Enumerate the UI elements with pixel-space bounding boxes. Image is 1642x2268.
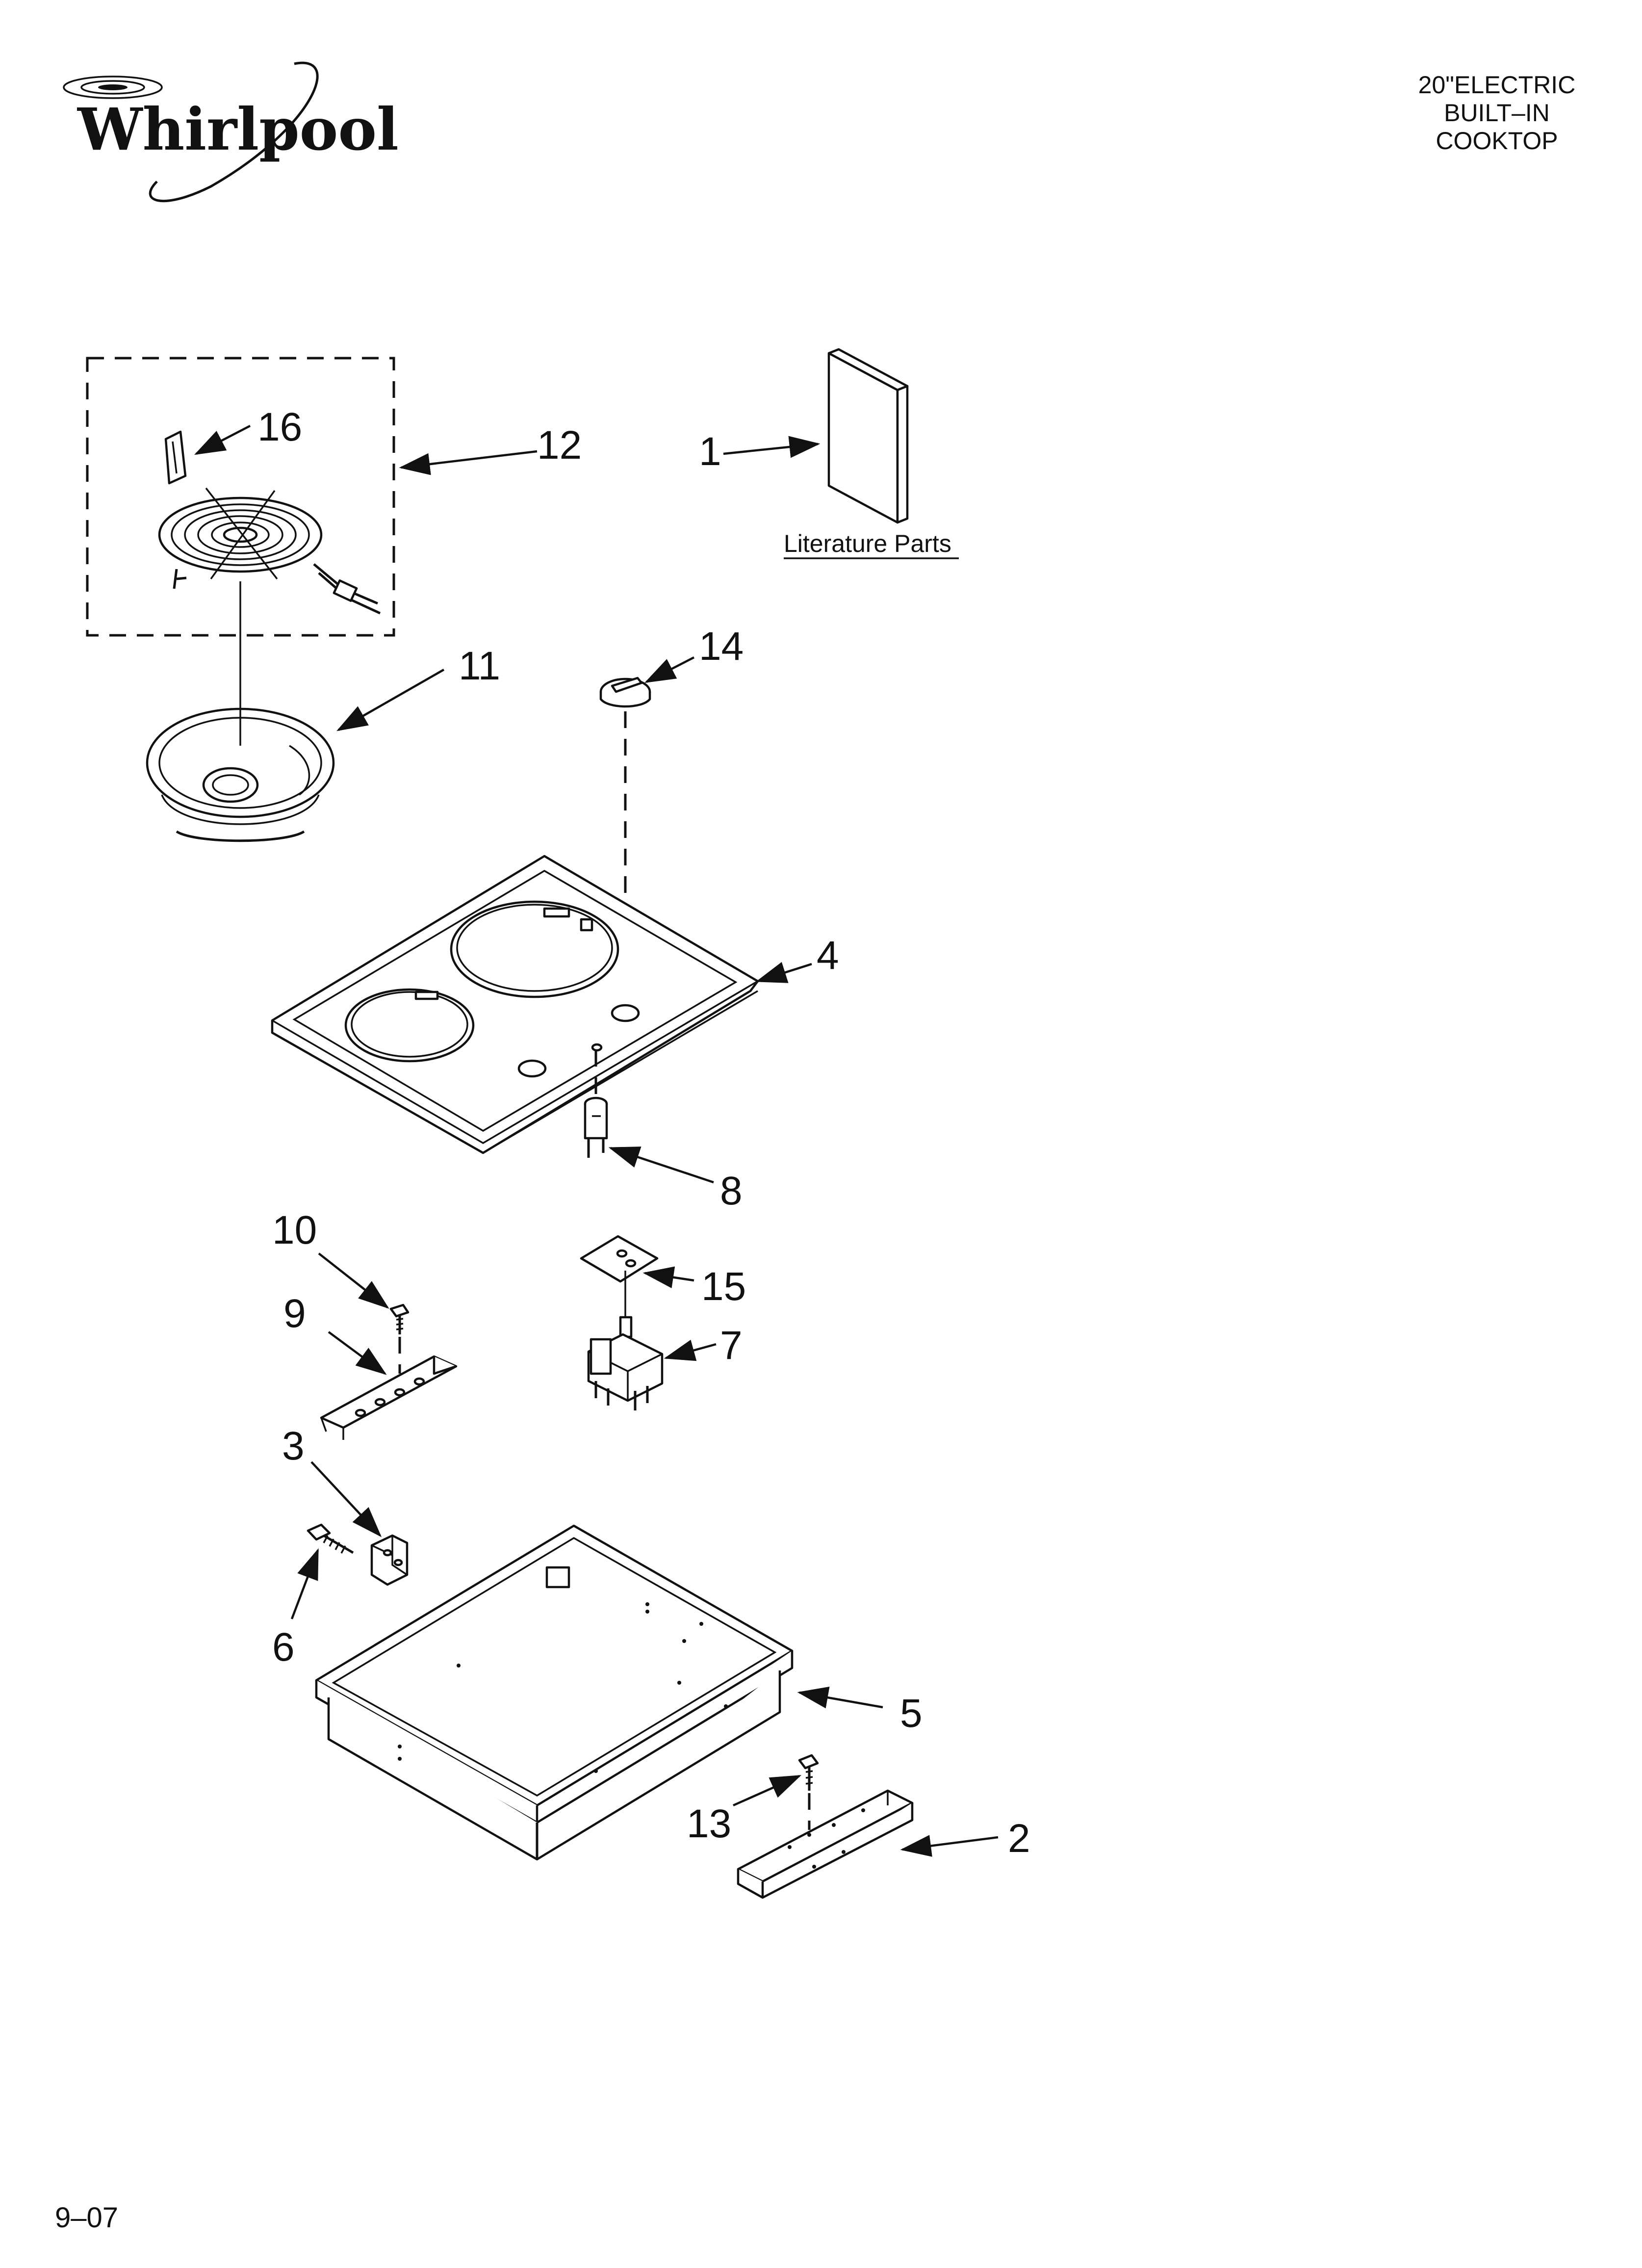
logo-swirl-icon <box>63 61 319 203</box>
cooktop <box>271 855 759 1154</box>
callout-3: 3 <box>282 1424 305 1468</box>
callout-16: 16 <box>257 405 302 449</box>
mounting-bracket-upper <box>320 1355 458 1440</box>
drip-bowl <box>146 707 335 842</box>
title-line-3: COOKTOP <box>1436 127 1558 155</box>
callout-12: 12 <box>537 423 582 468</box>
callout-5: 5 <box>900 1691 923 1736</box>
callout-11: 11 <box>459 644 500 688</box>
screw-top-left <box>389 1303 410 1334</box>
element-clip <box>164 430 187 485</box>
infinite-switch <box>587 1316 664 1410</box>
callout-9: 9 <box>283 1291 306 1336</box>
burner-opening-small <box>344 988 475 1063</box>
callout-leaders <box>194 425 999 1857</box>
callout-14: 14 <box>699 624 744 669</box>
terminal-block <box>737 1789 914 1899</box>
footer-date-code: 9–07 <box>55 2202 118 2234</box>
control-knob <box>599 677 651 708</box>
bolt <box>307 1523 354 1554</box>
insulator-plate <box>580 1235 659 1283</box>
callout-6: 6 <box>272 1625 295 1669</box>
burner-opening-large <box>450 900 619 998</box>
indicator-light <box>584 1096 608 1158</box>
whirlpool-logo: Whirlpool <box>63 61 399 203</box>
literature-booklet <box>827 348 909 524</box>
callout-10: 10 <box>272 1208 317 1252</box>
callout-1: 1 <box>699 429 721 474</box>
callout-4: 4 <box>817 933 839 978</box>
callout-labels: 1 2 3 4 5 6 7 8 9 10 11 12 13 14 15 16 <box>257 405 1030 1861</box>
callout-2: 2 <box>1008 1816 1030 1861</box>
literature-caption: Literature Parts <box>784 530 951 557</box>
corner-bracket <box>370 1534 409 1586</box>
logo-wordmark: Whirlpool <box>77 95 399 163</box>
callout-8: 8 <box>720 1169 743 1213</box>
callout-7: 7 <box>720 1323 743 1368</box>
callout-15: 15 <box>701 1264 746 1309</box>
callout-13: 13 <box>687 1801 731 1846</box>
model-title: 20"ELECTRIC BUILT–IN COOKTOP <box>1418 71 1576 155</box>
title-line-2: BUILT–IN <box>1444 99 1550 127</box>
title-line-1: 20"ELECTRIC <box>1418 71 1576 99</box>
element-assembly-group <box>86 357 395 637</box>
burner-box <box>315 1524 794 1861</box>
screw-bottom <box>798 1754 819 1791</box>
assembly-dashed-box <box>86 357 395 637</box>
surface-element-coil <box>158 487 381 615</box>
